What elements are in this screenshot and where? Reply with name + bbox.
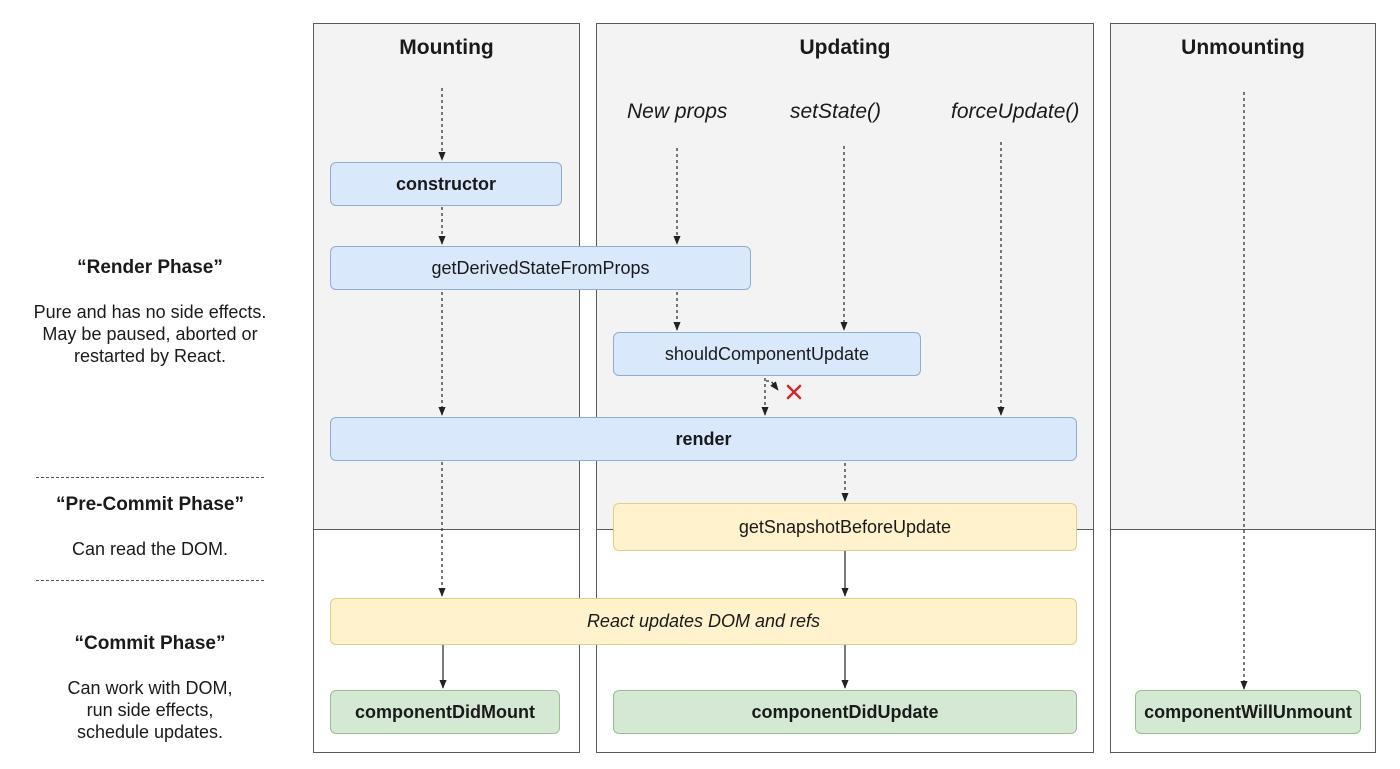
component-did-mount-box: componentDidMount: [330, 690, 560, 734]
react-updates-dom-box: React updates DOM and refs: [330, 598, 1077, 645]
constructor-box: constructor: [330, 162, 562, 206]
component-will-unmount-box: componentWillUnmount: [1135, 690, 1361, 734]
unmounting-column: Unmounting: [1110, 23, 1376, 753]
should-component-update-box: shouldComponentUpdate: [613, 332, 921, 376]
commit-phase-desc-line3: schedule updates.: [76, 722, 224, 742]
commit-phase-label: “Commit Phase” Can work with DOM, run si…: [10, 633, 290, 743]
component-did-update-box: componentDidUpdate: [613, 690, 1077, 734]
render-phase-desc-line3: restarted by React.: [73, 346, 227, 366]
render-phase-desc-line1: Pure and has no side effects.: [33, 302, 267, 322]
commit-phase-title: “Commit Phase”: [74, 633, 226, 654]
phase-divider-2: [36, 580, 264, 581]
mounting-title: Mounting: [399, 36, 494, 59]
unmounting-title: Unmounting: [1181, 36, 1305, 59]
pre-commit-phase-label: “Pre-Commit Phase” Can read the DOM.: [10, 494, 290, 560]
render-phase-title: “Render Phase”: [77, 257, 223, 278]
trigger-new-props: New props: [627, 100, 728, 123]
cross-mark-icon: [786, 384, 802, 400]
pre-commit-phase-desc-line1: Can read the DOM.: [71, 539, 229, 559]
get-derived-state-from-props-box: getDerivedStateFromProps: [330, 246, 751, 290]
phase-divider-1: [36, 477, 264, 478]
pre-commit-phase-title: “Pre-Commit Phase”: [56, 494, 244, 515]
get-snapshot-before-update-box: getSnapshotBeforeUpdate: [613, 503, 1077, 551]
render-phase-label: “Render Phase” Pure and has no side effe…: [10, 257, 290, 367]
updating-title: Updating: [799, 36, 891, 59]
render-phase-desc-line2: May be paused, aborted or: [42, 324, 258, 344]
render-box: render: [330, 417, 1077, 461]
trigger-set-state: setState(): [790, 100, 882, 123]
commit-phase-desc-line1: Can work with DOM,: [67, 678, 233, 698]
trigger-force-update: forceUpdate(): [951, 100, 1080, 123]
arrow-scu-cancel: [766, 380, 779, 391]
commit-phase-desc-line2: run side effects,: [86, 700, 214, 720]
